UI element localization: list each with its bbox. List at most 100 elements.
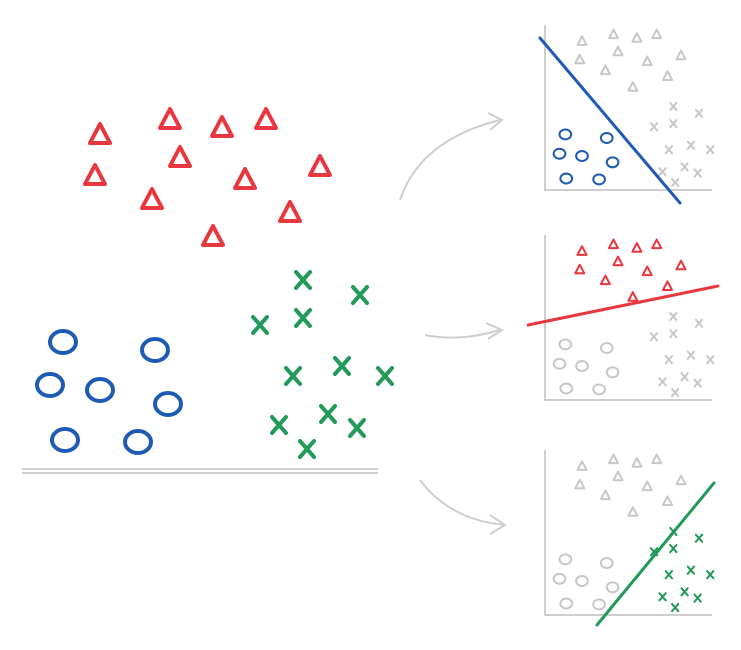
classifier-panel-2 xyxy=(526,235,720,401)
cross-point xyxy=(376,366,394,386)
triangle-point xyxy=(651,453,663,465)
circle-point xyxy=(48,329,78,355)
triangle-point xyxy=(576,35,588,46)
cross-point xyxy=(351,285,369,305)
cross-point xyxy=(669,118,678,129)
circle-point xyxy=(592,383,606,396)
arrow-to-panel-1 xyxy=(399,112,504,201)
cross-point xyxy=(693,593,702,603)
circle-point xyxy=(575,360,589,372)
triangle-point xyxy=(627,506,639,517)
triangle-point xyxy=(278,200,302,223)
arrow-to-panel-2 xyxy=(424,322,505,340)
triangle-point xyxy=(158,107,182,130)
cross-point xyxy=(294,308,312,328)
cross-point xyxy=(284,366,302,386)
triangle-point xyxy=(631,457,643,468)
decision-boundary-line xyxy=(526,284,720,327)
classifier-panel-3 xyxy=(544,450,716,627)
triangle-point xyxy=(612,470,624,482)
cross-point xyxy=(694,533,704,543)
panel-axes xyxy=(544,25,712,191)
circle-point xyxy=(552,357,567,370)
circle-point xyxy=(592,598,606,611)
arrow-to-panel-3 xyxy=(419,479,507,535)
cross-point xyxy=(680,587,689,597)
circle-point xyxy=(575,150,589,162)
triangle-point xyxy=(599,64,611,76)
triangle-point xyxy=(612,45,624,57)
cross-point xyxy=(348,418,366,438)
triangle-point xyxy=(631,32,643,43)
cross-point xyxy=(669,543,678,554)
cross-point xyxy=(686,140,696,150)
cross-point xyxy=(670,387,680,398)
main-scatter xyxy=(35,107,394,459)
circle-point xyxy=(35,372,65,398)
cross-point xyxy=(680,162,689,172)
circle-point xyxy=(50,427,80,453)
cross-point xyxy=(669,311,678,322)
triangle-point xyxy=(607,238,620,250)
triangle-point xyxy=(627,291,639,302)
circle-point xyxy=(575,575,589,587)
circle-point xyxy=(605,581,620,594)
circle-point xyxy=(558,338,573,351)
circle-point xyxy=(123,429,153,455)
circle-point xyxy=(153,391,183,417)
triangle-point xyxy=(612,255,624,267)
triangle-point xyxy=(627,81,639,92)
cross-point xyxy=(664,355,674,365)
triangle-point xyxy=(83,163,107,186)
cross-point xyxy=(680,372,689,382)
triangle-point xyxy=(641,480,653,492)
cross-point xyxy=(669,101,678,112)
cross-point xyxy=(669,328,678,339)
cross-point xyxy=(693,378,702,388)
arrows xyxy=(399,112,507,535)
circle-point xyxy=(559,382,574,395)
cross-point xyxy=(294,270,312,290)
triangle-point xyxy=(576,460,588,471)
cross-point xyxy=(333,356,351,376)
circle-point xyxy=(559,597,574,610)
triangle-point xyxy=(675,259,687,271)
triangle-point xyxy=(88,122,112,145)
cross-point xyxy=(649,332,659,342)
triangle-point xyxy=(641,265,653,277)
circle-point xyxy=(559,172,574,185)
decision-boundary-line xyxy=(538,36,682,205)
circle-point xyxy=(599,132,614,144)
decision-boundary-line xyxy=(595,481,716,627)
triangle-point xyxy=(599,274,611,286)
circle-point xyxy=(605,156,620,169)
cross-point xyxy=(298,439,316,459)
cross-point xyxy=(706,145,715,155)
triangle-point xyxy=(210,115,234,138)
triangle-point xyxy=(607,453,620,465)
triangle-point xyxy=(675,474,687,486)
cross-point xyxy=(706,355,715,365)
circle-point xyxy=(599,557,614,569)
cross-point xyxy=(693,168,702,178)
panel-points xyxy=(552,453,715,613)
triangle-point xyxy=(233,167,257,190)
circle-point xyxy=(85,377,115,403)
triangle-point xyxy=(661,70,674,81)
cross-point xyxy=(251,315,269,335)
circle-point xyxy=(558,553,573,566)
cross-point xyxy=(649,122,659,132)
circle-point xyxy=(552,572,567,585)
circle-point xyxy=(599,342,614,354)
cross-point xyxy=(694,318,704,328)
panel-axes xyxy=(544,235,712,401)
triangle-point xyxy=(607,28,620,40)
panel-points xyxy=(552,28,715,188)
cross-point xyxy=(658,167,667,177)
triangle-point xyxy=(631,242,643,253)
cross-point xyxy=(319,404,337,424)
cross-point xyxy=(706,570,715,580)
cross-point xyxy=(664,145,674,155)
triangle-point xyxy=(675,49,687,61)
